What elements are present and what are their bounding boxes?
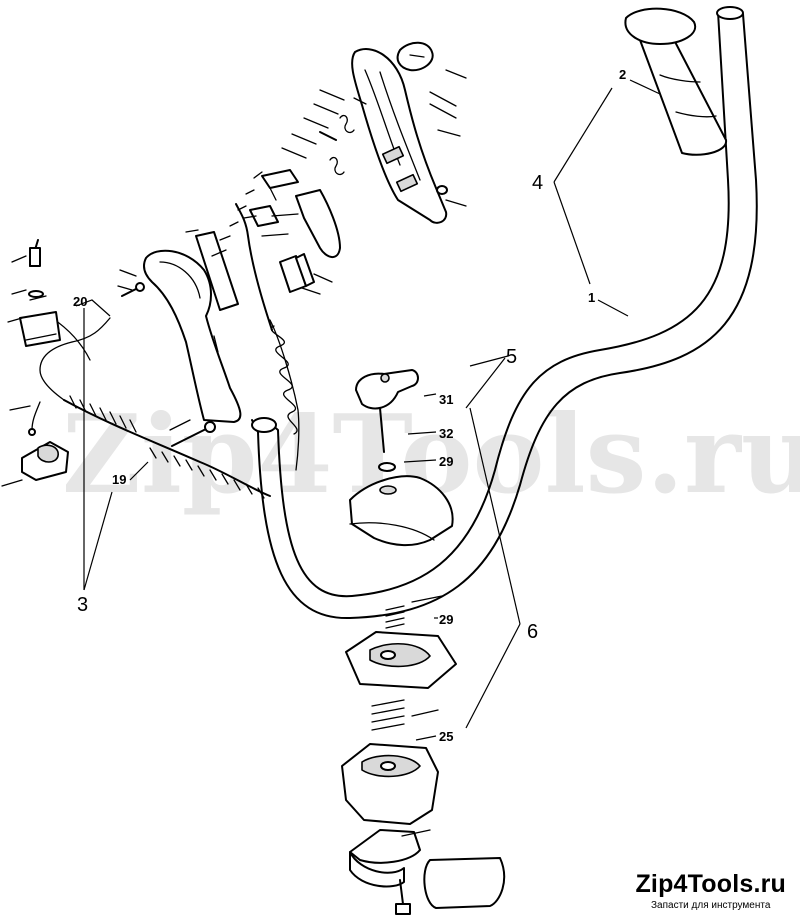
clamp-half-lower — [341, 743, 439, 825]
spring-top — [385, 605, 405, 629]
upper-clamp-cap — [349, 475, 454, 546]
brand-logo: Zip4Tools.ru Запасти для инструмента — [635, 870, 786, 911]
wing-screw — [355, 369, 419, 453]
callout-29-bottom: 29 — [439, 612, 453, 627]
callout-1: 1 — [588, 290, 595, 305]
brand-tagline: Запасти для инструмента — [651, 900, 771, 911]
callout-20: 20 — [73, 294, 87, 309]
small-springs-and-screws — [319, 97, 448, 195]
assembly-guide-lines — [1, 69, 467, 837]
throttle-cable — [39, 317, 271, 499]
callout-labels: 2 1 20 19 31 32 29 29 25 4 5 3 6 — [73, 67, 626, 744]
compression-spring — [371, 699, 405, 731]
rubber-grip — [624, 7, 727, 156]
callout-2: 2 — [619, 67, 626, 82]
control-handle-right-shell — [351, 48, 448, 224]
group-label-5: 5 — [506, 346, 517, 368]
handle-screw — [121, 282, 216, 447]
group-label-4: 4 — [532, 172, 543, 194]
trigger-bracket — [261, 169, 299, 201]
stop-switch — [279, 253, 315, 293]
group-label-3: 3 — [77, 594, 88, 616]
drive-tube — [423, 857, 506, 909]
callout-19: 19 — [112, 472, 126, 487]
clamp-half-upper — [345, 631, 457, 689]
short-circuit-wire — [19, 239, 91, 436]
group-label-6: 6 — [527, 621, 538, 643]
callout-31: 31 — [439, 392, 453, 407]
callout-25: 25 — [439, 729, 453, 744]
bottom-clamp-saddle — [349, 829, 421, 888]
washer — [378, 462, 396, 472]
callout-leaders — [75, 79, 661, 741]
throttle-trigger — [295, 189, 341, 258]
throttle-rod — [195, 231, 239, 311]
handlebar-tube — [251, 6, 758, 620]
control-handle-left-shell — [143, 249, 242, 423]
callout-32: 32 — [439, 426, 453, 441]
throttle-lock-knob — [396, 41, 434, 72]
clamp-bolt — [395, 879, 411, 915]
callout-29-top: 29 — [439, 454, 453, 469]
cable-clamp — [21, 441, 69, 481]
control-cable-spring — [235, 203, 300, 471]
brand-name: Zip4Tools.ru — [635, 870, 786, 898]
switch-plate — [249, 205, 279, 227]
